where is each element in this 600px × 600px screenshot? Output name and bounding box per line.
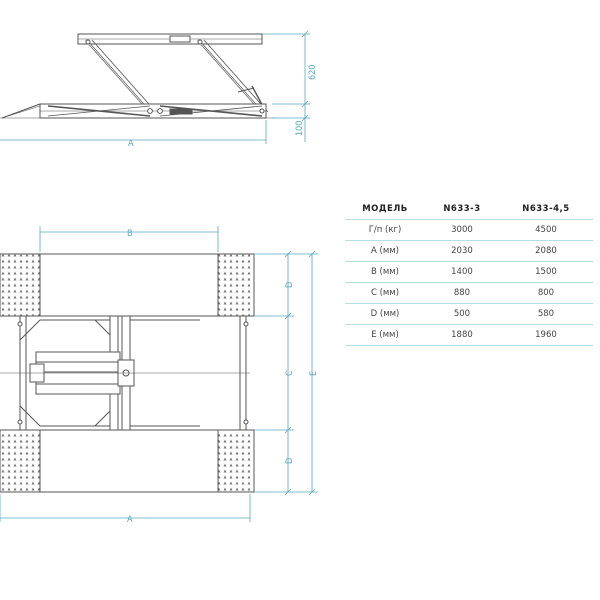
row-label: E (мм)	[345, 324, 425, 346]
top-view	[0, 253, 255, 493]
row-label: C (мм)	[345, 282, 425, 304]
row-value-n633-4-5: 800	[498, 282, 593, 304]
table-row: Г/п (кг) 3000 4500	[345, 219, 593, 241]
row-label: D (мм)	[345, 303, 425, 325]
lower-runway-left-ramp	[0, 429, 41, 493]
table-row: A (мм) 2030 2080	[345, 240, 593, 262]
row-label: Г/п (кг)	[345, 219, 425, 241]
spec-table: МОДЕЛЬ N633-3 N633-4,5 Г/п (кг) 3000 450…	[345, 199, 593, 346]
dim-side-base-label: 100	[295, 121, 305, 136]
spec-table-header: МОДЕЛЬ N633-3 N633-4,5	[345, 199, 593, 220]
row-value-n633-3: 2030	[425, 240, 499, 262]
upper-runway-left-ramp	[0, 253, 41, 317]
row-value-n633-3: 1880	[425, 324, 499, 346]
upper-runway-right-plate	[217, 253, 255, 317]
lower-runway-deck	[39, 429, 219, 493]
row-value-n633-3: 880	[425, 282, 499, 304]
scissor-frame	[0, 315, 250, 431]
dim-top-width-b-label: B	[127, 229, 133, 239]
row-value-n633-4-5: 1500	[498, 261, 593, 283]
row-value-n633-4-5: 2080	[498, 240, 593, 262]
table-row: E (мм) 1880 1960	[345, 324, 593, 346]
row-value-n633-3: 500	[425, 303, 499, 325]
lowered-platform	[0, 103, 275, 119]
dim-top-length-a-label: A	[127, 515, 133, 525]
lower-runway-right-plate	[217, 429, 255, 493]
side-view	[0, 33, 275, 119]
dim-top-d-upper-label: D	[285, 282, 295, 288]
header-n633-4-5: N633-4,5	[498, 199, 593, 220]
row-value-n633-4-5: 580	[498, 303, 593, 325]
upper-runway-deck	[39, 253, 219, 317]
header-model: МОДЕЛЬ	[345, 199, 425, 220]
row-value-n633-4-5: 1960	[498, 324, 593, 346]
dim-top-d-lower-label: D	[285, 458, 295, 464]
row-value-n633-3: 3000	[425, 219, 499, 241]
dim-top-e-label: E	[309, 371, 319, 376]
table-row: C (мм) 880 800	[345, 282, 593, 304]
top-view-dimensions	[0, 226, 318, 522]
platform-latch	[169, 35, 191, 43]
row-value-n633-3: 1400	[425, 261, 499, 283]
row-value-n633-4-5: 4500	[498, 219, 593, 241]
row-label: B (мм)	[345, 261, 425, 283]
scissor-arms	[85, 39, 269, 113]
dim-side-height-label: 620	[308, 65, 318, 80]
header-n633-3: N633-3	[425, 199, 499, 220]
dim-top-c-label: C	[285, 370, 295, 376]
side-view-dimensions	[0, 30, 310, 144]
table-row: D (мм) 500 580	[345, 303, 593, 325]
dim-side-length-label: A	[128, 139, 134, 149]
row-label: A (мм)	[345, 240, 425, 262]
table-row: B (мм) 1400 1500	[345, 261, 593, 283]
